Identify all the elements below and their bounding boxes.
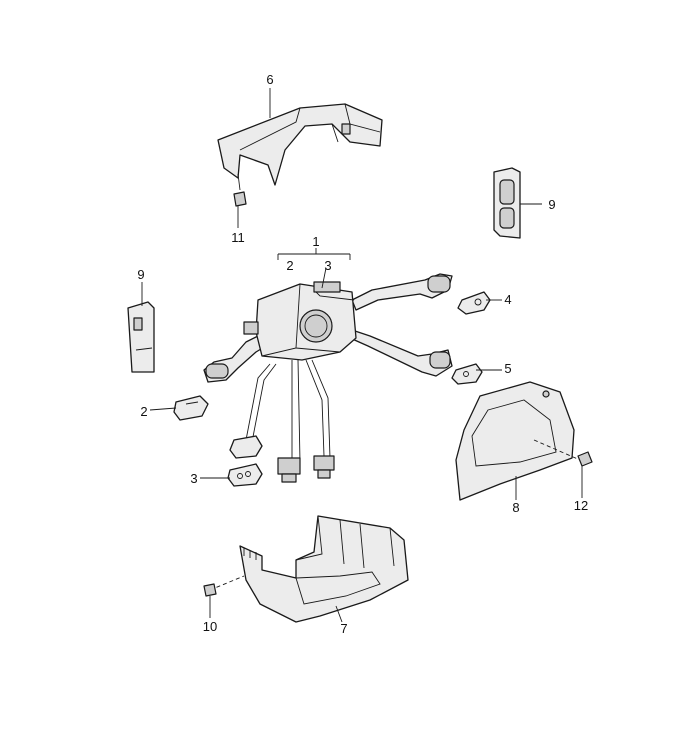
callout-6: 6 bbox=[266, 72, 273, 87]
trim-panel-left bbox=[127, 301, 155, 373]
switch-cap-4 bbox=[457, 291, 491, 315]
callout-3-assembly: 3 bbox=[324, 258, 331, 273]
callout-11: 11 bbox=[231, 230, 245, 245]
switch-cap-2 bbox=[173, 395, 209, 421]
callout-1: 1 bbox=[312, 234, 319, 249]
trim-insert-right bbox=[493, 167, 521, 239]
callout-7: 7 bbox=[340, 621, 347, 636]
callout-10: 10 bbox=[203, 619, 217, 634]
callout-8: 8 bbox=[512, 500, 519, 515]
upper-column-cover bbox=[217, 103, 383, 186]
combination-switch-assembly bbox=[203, 273, 453, 483]
switch-cap-5 bbox=[451, 363, 483, 385]
callout-3: 3 bbox=[190, 471, 197, 486]
callout-2: 2 bbox=[140, 404, 147, 419]
callout-2-assembly: 2 bbox=[286, 258, 293, 273]
callout-9-left: 9 bbox=[137, 267, 144, 282]
callout-9-right: 9 bbox=[548, 197, 555, 212]
trim-shroud bbox=[455, 381, 575, 501]
screw-12 bbox=[533, 439, 593, 467]
callout-labels: 6 11 1 2 3 9 9 4 5 2 3 8 12 10 7 bbox=[137, 72, 588, 636]
lower-column-cover bbox=[239, 515, 409, 623]
switch-cap-3 bbox=[227, 463, 263, 487]
screw-10 bbox=[203, 575, 245, 597]
callout-12: 12 bbox=[574, 498, 588, 513]
clip-part bbox=[233, 173, 247, 207]
leader-lines bbox=[141, 88, 583, 623]
callout-5: 5 bbox=[504, 361, 511, 376]
callout-4: 4 bbox=[504, 292, 511, 307]
